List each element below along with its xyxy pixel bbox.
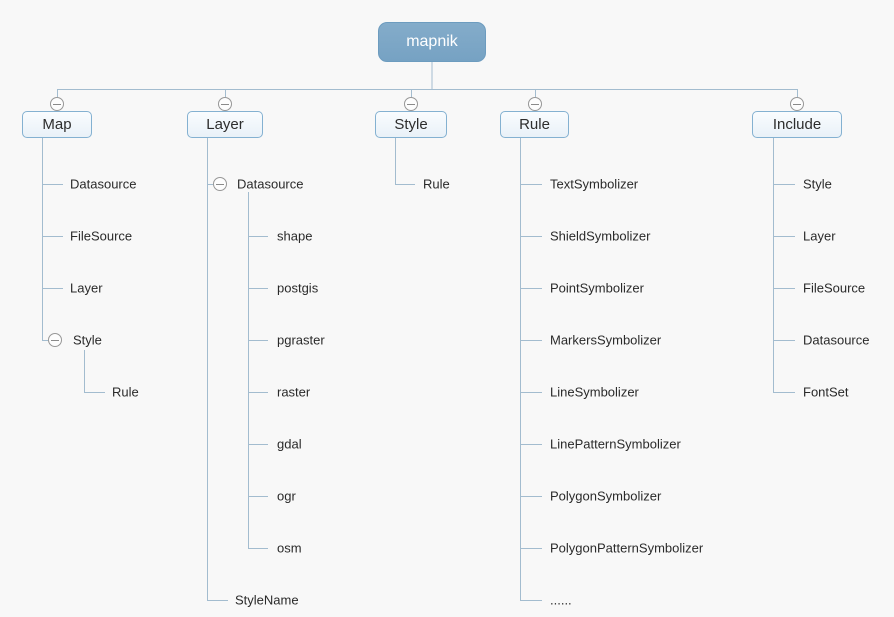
node-datasource-ogr[interactable]: ogr xyxy=(277,488,296,504)
collapse-icon[interactable] xyxy=(404,97,418,111)
node-rule[interactable]: Rule xyxy=(500,111,569,138)
collapse-icon[interactable] xyxy=(50,97,64,111)
node-datasource-osm[interactable]: osm xyxy=(277,540,302,556)
node-style-rule[interactable]: Rule xyxy=(423,176,450,192)
node-include-style[interactable]: Style xyxy=(803,176,832,192)
layer-datasource-sub-lines xyxy=(248,192,268,549)
node-map-style-rule[interactable]: Rule xyxy=(112,384,139,400)
node-map-style[interactable]: Style xyxy=(73,332,102,348)
stub-connectors xyxy=(57,89,798,97)
node-map-filesource[interactable]: FileSource xyxy=(70,228,133,244)
node-datasource-shape[interactable]: shape xyxy=(277,228,313,244)
node-rule-shieldsymbolizer[interactable]: ShieldSymbolizer xyxy=(550,228,651,244)
node-map-layer[interactable]: Layer xyxy=(70,280,103,296)
node-style[interactable]: Style xyxy=(375,111,447,138)
collapse-icon[interactable] xyxy=(48,333,62,347)
node-layer-datasource[interactable]: Datasource xyxy=(237,176,304,192)
node-datasource-pgraster[interactable]: pgraster xyxy=(277,332,325,348)
node-mapnik[interactable]: mapnik xyxy=(378,22,486,62)
node-layer[interactable]: Layer xyxy=(187,111,263,138)
node-map[interactable]: Map xyxy=(22,111,92,138)
collapse-icon[interactable] xyxy=(218,97,232,111)
node-include-filesource[interactable]: FileSource xyxy=(803,280,866,296)
node-datasource-raster[interactable]: raster xyxy=(277,384,311,400)
layer-branch-lines xyxy=(207,138,228,601)
style-branch-lines xyxy=(395,138,415,185)
node-include-layer[interactable]: Layer xyxy=(803,228,836,244)
rule-branch-lines xyxy=(520,138,542,601)
collapse-icon[interactable] xyxy=(213,177,227,191)
collapse-icon[interactable] xyxy=(528,97,542,111)
map-branch-lines xyxy=(42,138,63,341)
node-map-datasource[interactable]: Datasource xyxy=(70,176,137,192)
node-include-datasource[interactable]: Datasource xyxy=(803,332,870,348)
node-datasource-postgis[interactable]: postgis xyxy=(277,280,319,296)
node-rule-linesymbolizer[interactable]: LineSymbolizer xyxy=(550,384,639,400)
node-rule-polygonsymbolizer[interactable]: PolygonSymbolizer xyxy=(550,488,662,504)
node-rule-polygonpatternsymbolizer[interactable]: PolygonPatternSymbolizer xyxy=(550,540,704,556)
node-datasource-gdal[interactable]: gdal xyxy=(277,436,302,452)
node-rule-linepatternsymbolizer[interactable]: LinePatternSymbolizer xyxy=(550,436,681,452)
node-rule-markerssymbolizer[interactable]: MarkersSymbolizer xyxy=(550,332,662,348)
node-rule-textsymbolizer[interactable]: TextSymbolizer xyxy=(550,176,639,192)
collapse-icon[interactable] xyxy=(790,97,804,111)
node-include-fontset[interactable]: FontSet xyxy=(803,384,849,400)
node-layer-stylename[interactable]: StyleName xyxy=(235,592,299,608)
node-rule-pointsymbolizer[interactable]: PointSymbolizer xyxy=(550,280,644,296)
map-style-sub-lines xyxy=(84,350,105,393)
node-rule-ellipsis[interactable]: ...... xyxy=(550,592,572,608)
include-branch-lines xyxy=(773,138,795,393)
node-include[interactable]: Include xyxy=(752,111,842,138)
